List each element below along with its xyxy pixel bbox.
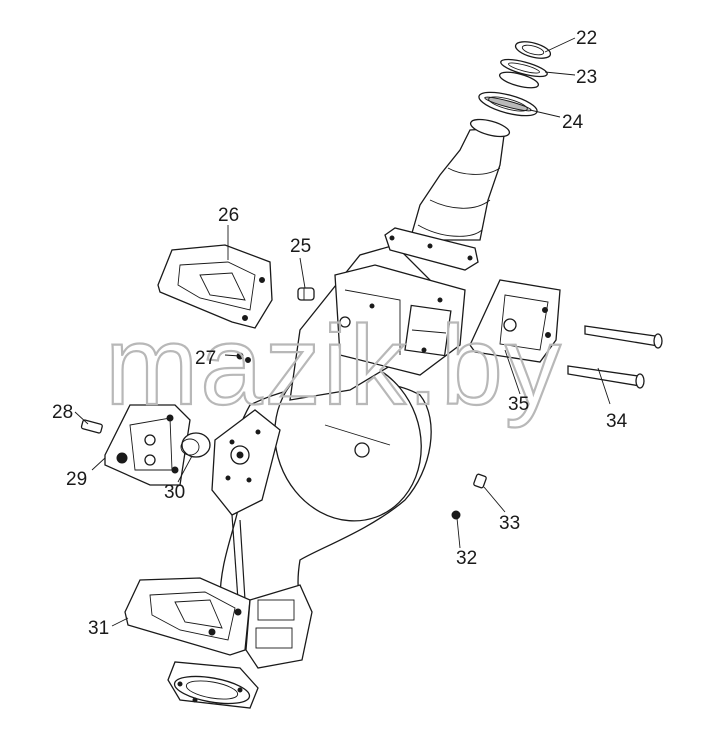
callout-28: 28 bbox=[52, 402, 73, 423]
bracket-31 bbox=[124, 577, 313, 669]
bolt-28 bbox=[80, 419, 103, 434]
callout-34: 34 bbox=[606, 411, 628, 432]
axle-housing bbox=[211, 244, 466, 641]
bearing-stack bbox=[478, 41, 552, 117]
bracket-29 bbox=[104, 404, 191, 486]
callout-labels: 22 23 24 25 26 27 28 29 30 31 32 33 34 3… bbox=[52, 28, 628, 639]
callout-29: 29 bbox=[66, 469, 87, 490]
callout-23: 23 bbox=[576, 67, 597, 88]
callout-27: 27 bbox=[195, 348, 216, 369]
callout-25: 25 bbox=[290, 236, 311, 257]
bottom-flange bbox=[167, 661, 259, 709]
bracket-26 bbox=[157, 244, 273, 329]
bracket-35 bbox=[469, 279, 561, 363]
callout-24: 24 bbox=[562, 112, 584, 133]
callout-33: 33 bbox=[499, 513, 520, 534]
callout-35: 35 bbox=[508, 394, 529, 415]
callout-31: 31 bbox=[88, 618, 109, 639]
leader-lines bbox=[74, 37, 611, 627]
nut-32 bbox=[451, 510, 461, 520]
kingpin-cone bbox=[384, 118, 511, 271]
callout-26: 26 bbox=[218, 205, 239, 226]
bolt-25 bbox=[297, 287, 315, 301]
callout-22: 22 bbox=[576, 28, 597, 49]
callout-32: 32 bbox=[456, 548, 477, 569]
cap-30 bbox=[180, 432, 211, 458]
bolts-34 bbox=[567, 325, 663, 389]
callout-30: 30 bbox=[164, 482, 185, 503]
nut-33 bbox=[473, 473, 487, 489]
watermark: mazik.by bbox=[105, 303, 563, 428]
